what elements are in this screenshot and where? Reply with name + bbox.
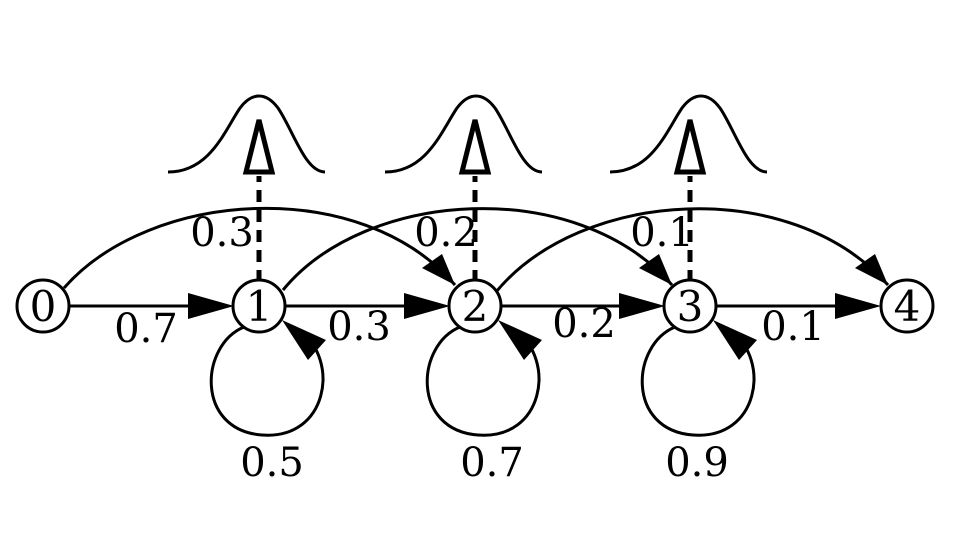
- self-label-1: 0.5: [240, 440, 304, 486]
- state-label-4: 4: [894, 282, 921, 331]
- forward-arrowhead-2-3: [619, 293, 665, 319]
- forward-label-1-2: 0.3: [327, 304, 391, 350]
- emission-1: [167, 94, 326, 282]
- state-node-4: 4: [879, 278, 935, 334]
- skip-label-0-2: 0.3: [190, 210, 254, 256]
- emission-2: [384, 94, 543, 282]
- gaussian-curve-2: [384, 94, 543, 174]
- state-node-1: 1: [231, 278, 287, 334]
- gaussian-curve-3: [609, 94, 768, 174]
- skip-label-1-3: 0.2: [414, 210, 478, 256]
- state-circle-0: [15, 278, 71, 334]
- self-loop-1: [209, 325, 325, 437]
- skip-arrowhead-2-4: [855, 254, 888, 285]
- forward-label-3-4: 0.1: [761, 304, 825, 350]
- state-node-0: 0: [15, 278, 71, 334]
- emission-3: [609, 94, 768, 282]
- self-loops: [209, 320, 757, 437]
- self-loop-arrowhead-3: [713, 320, 757, 360]
- state-circle-4: [879, 278, 935, 334]
- emission-arrowhead-1: [242, 119, 276, 175]
- state-label-1: 1: [246, 282, 273, 331]
- state-label-2: 2: [462, 282, 489, 331]
- forward-arrowhead-1-2: [404, 293, 450, 319]
- forward-label-2-3: 0.2: [552, 301, 616, 347]
- gaussian-curve-1: [167, 94, 326, 174]
- forward-transitions: [69, 293, 881, 319]
- emission-arrowhead-3: [673, 119, 707, 175]
- self-loop-2: [425, 325, 541, 437]
- state-node-2: 2: [447, 278, 503, 334]
- self-loop-3: [640, 325, 756, 437]
- emission-arrowhead-2: [458, 119, 492, 175]
- state-circle-1: [231, 278, 287, 334]
- state-label-3: 3: [677, 282, 704, 331]
- self-label-2: 0.7: [460, 440, 524, 486]
- forward-arrowhead-3-4: [835, 293, 881, 319]
- self-loop-arrowhead-2: [498, 320, 542, 360]
- skip-arc-2-4: [494, 207, 890, 293]
- state-circle-3: [662, 278, 718, 334]
- skip-label-2-4: 0.1: [630, 210, 694, 256]
- self-label-3: 0.9: [665, 440, 729, 486]
- forward-label-0-1: 0.7: [114, 306, 178, 352]
- self-loop-arrowhead-1: [282, 320, 326, 360]
- state-label-0: 0: [30, 282, 57, 331]
- skip-arc-0-2: [62, 206, 457, 289]
- state-node-3: 3: [662, 278, 718, 334]
- skip-arc-1-3: [281, 207, 674, 291]
- transition-labels: 0.7 0.3 0.2 0.1 0.3 0.2 0.1 0.5 0.7 0.9: [114, 210, 825, 486]
- state-circle-2: [447, 278, 503, 334]
- skip-transitions: [62, 206, 890, 293]
- skip-arrowhead-1-3: [639, 254, 672, 285]
- skip-arrowhead-0-2: [422, 254, 455, 285]
- forward-arrowhead-0-1: [188, 293, 234, 319]
